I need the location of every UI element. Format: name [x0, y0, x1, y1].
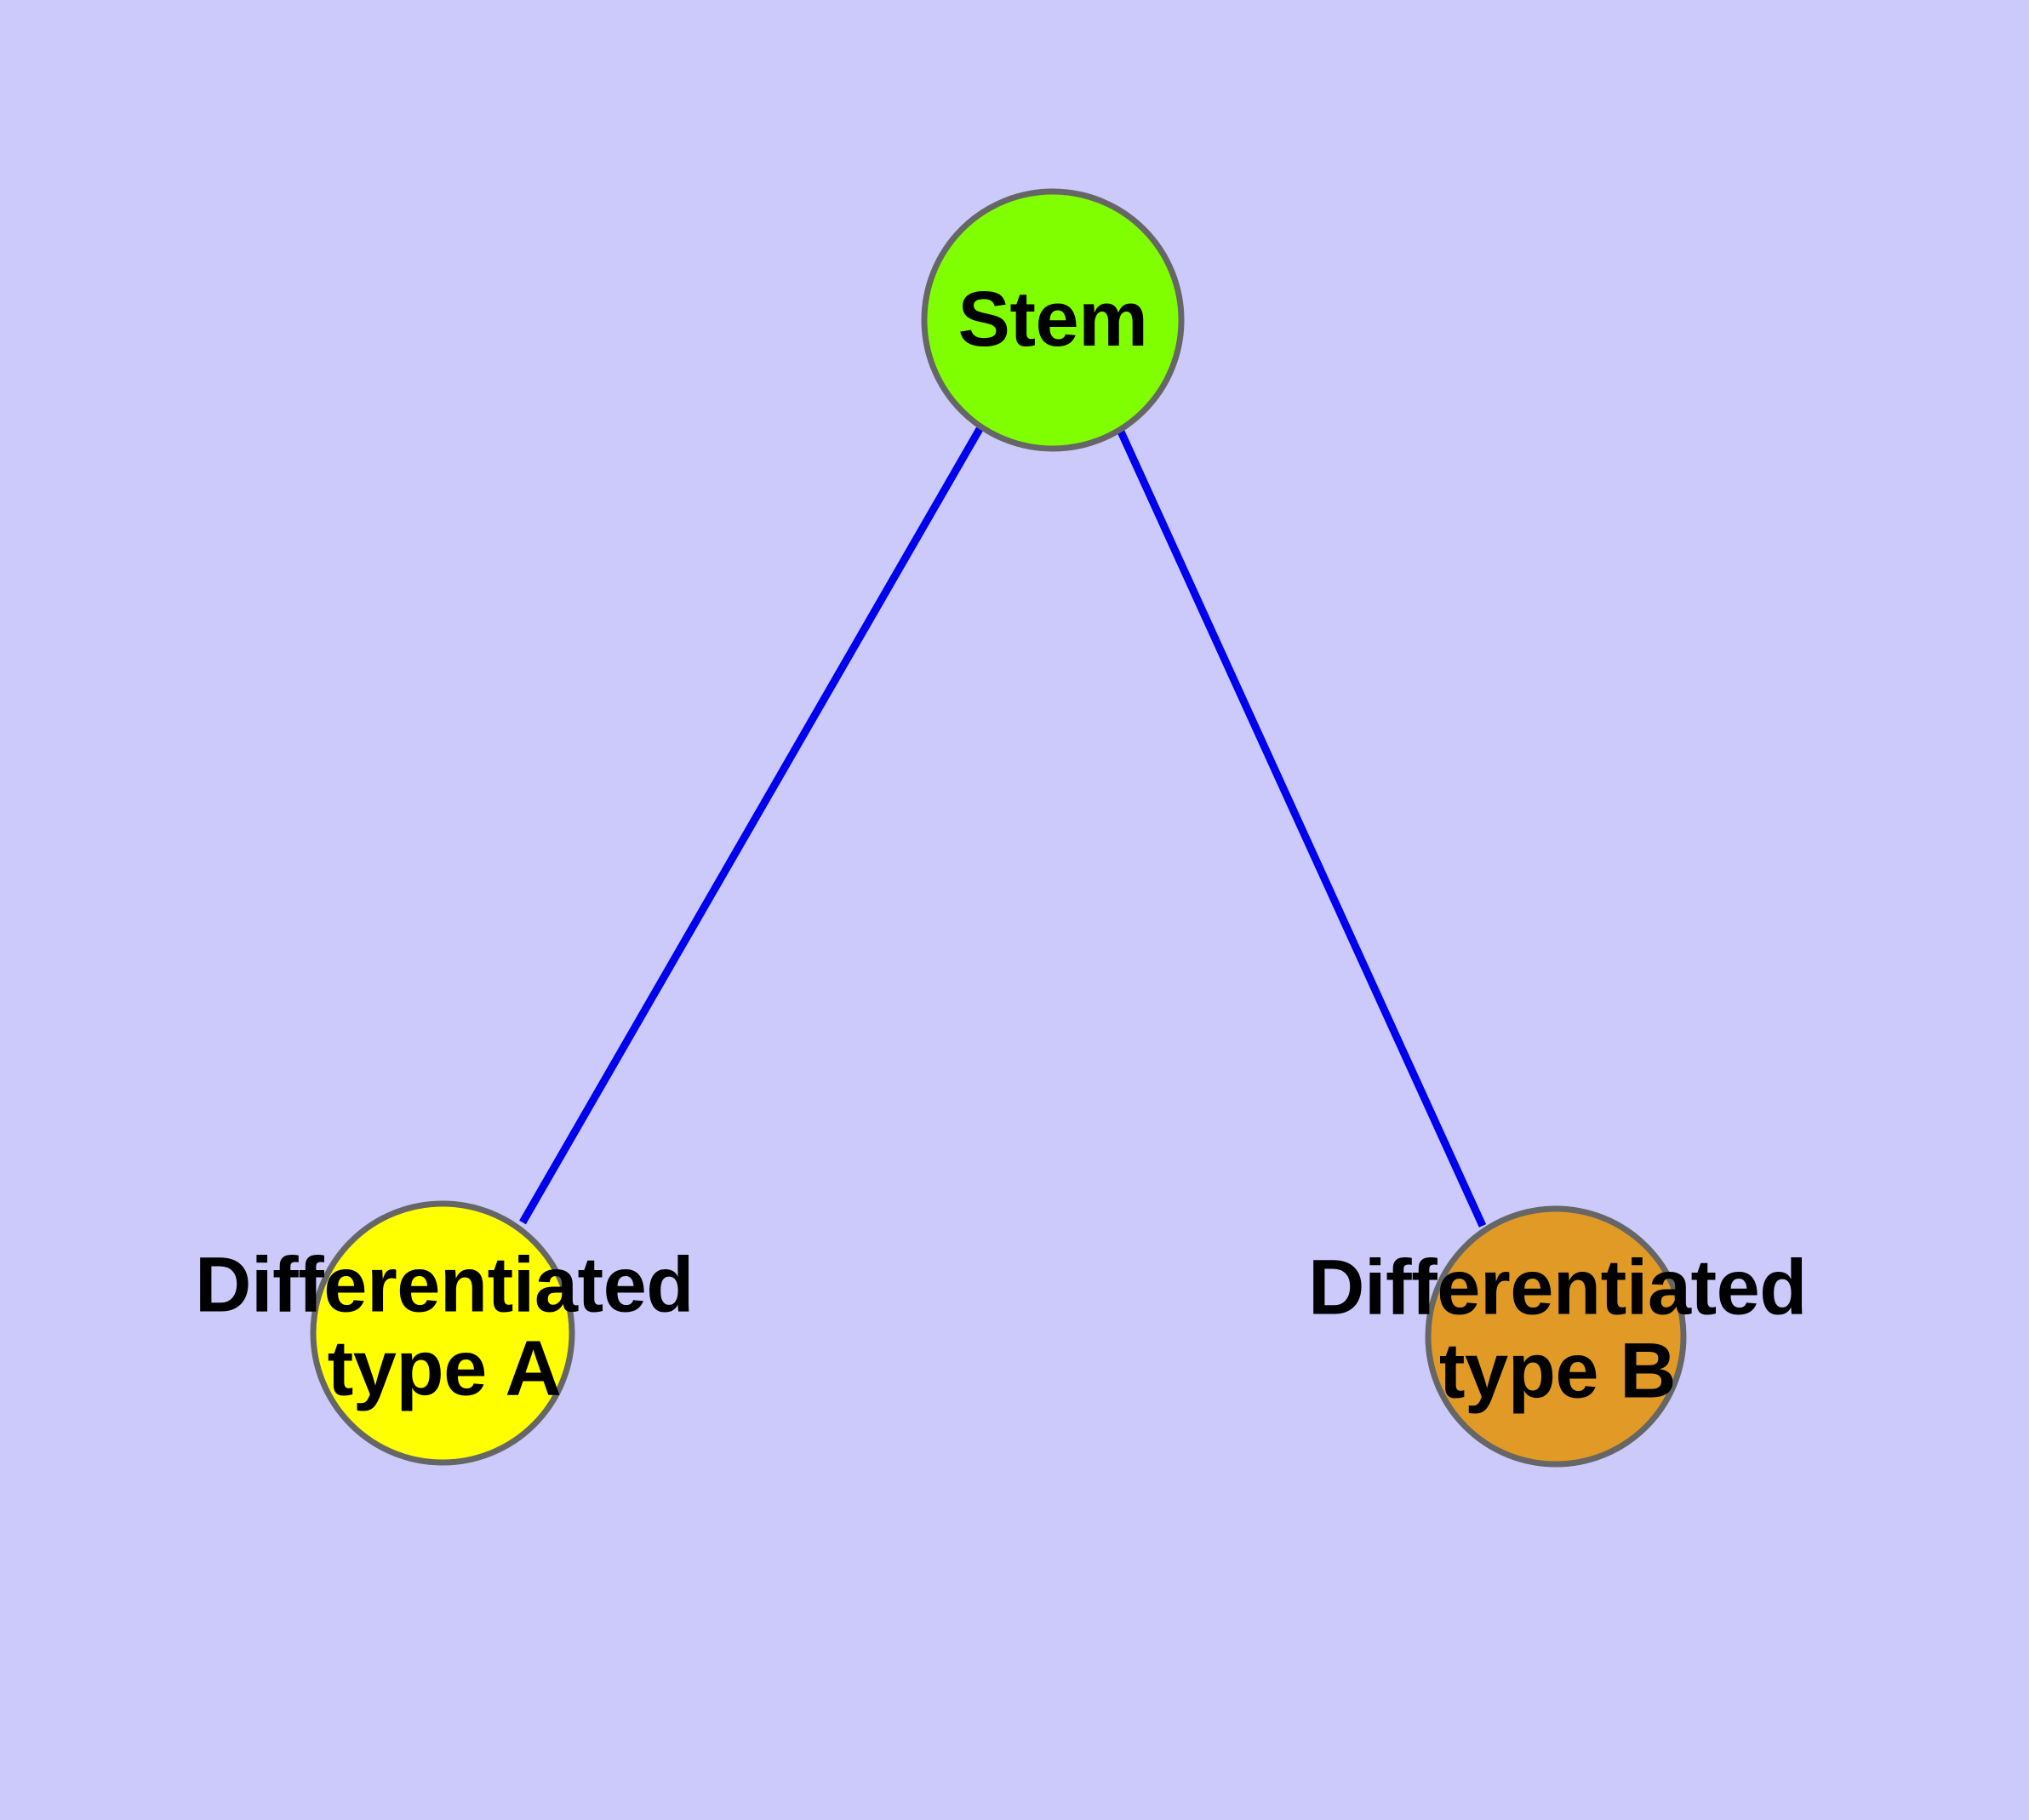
node-layer [310, 188, 1687, 1468]
node-differentiated-type-a[interactable] [310, 1200, 575, 1466]
node-label-type-a-line1: Differentiated [195, 1241, 694, 1329]
edge-stem-to-differentiated-type-a[interactable] [519, 426, 983, 1225]
node-label-stem: Stem [958, 278, 1148, 362]
node-differentiated-type-b[interactable] [1425, 1205, 1687, 1468]
node-label-stem-line1: Stem [957, 276, 1148, 363]
node-label-type-b-line2: type B [1438, 1327, 1677, 1414]
node-stem[interactable] [921, 188, 1185, 452]
node-label-type-b-line1: Differentiated [1308, 1244, 1807, 1331]
edge-stem-to-differentiated-type-b[interactable] [1117, 430, 1487, 1228]
node-label-type-a-line2: type A [327, 1325, 562, 1411]
edge-layer [519, 426, 1487, 1228]
